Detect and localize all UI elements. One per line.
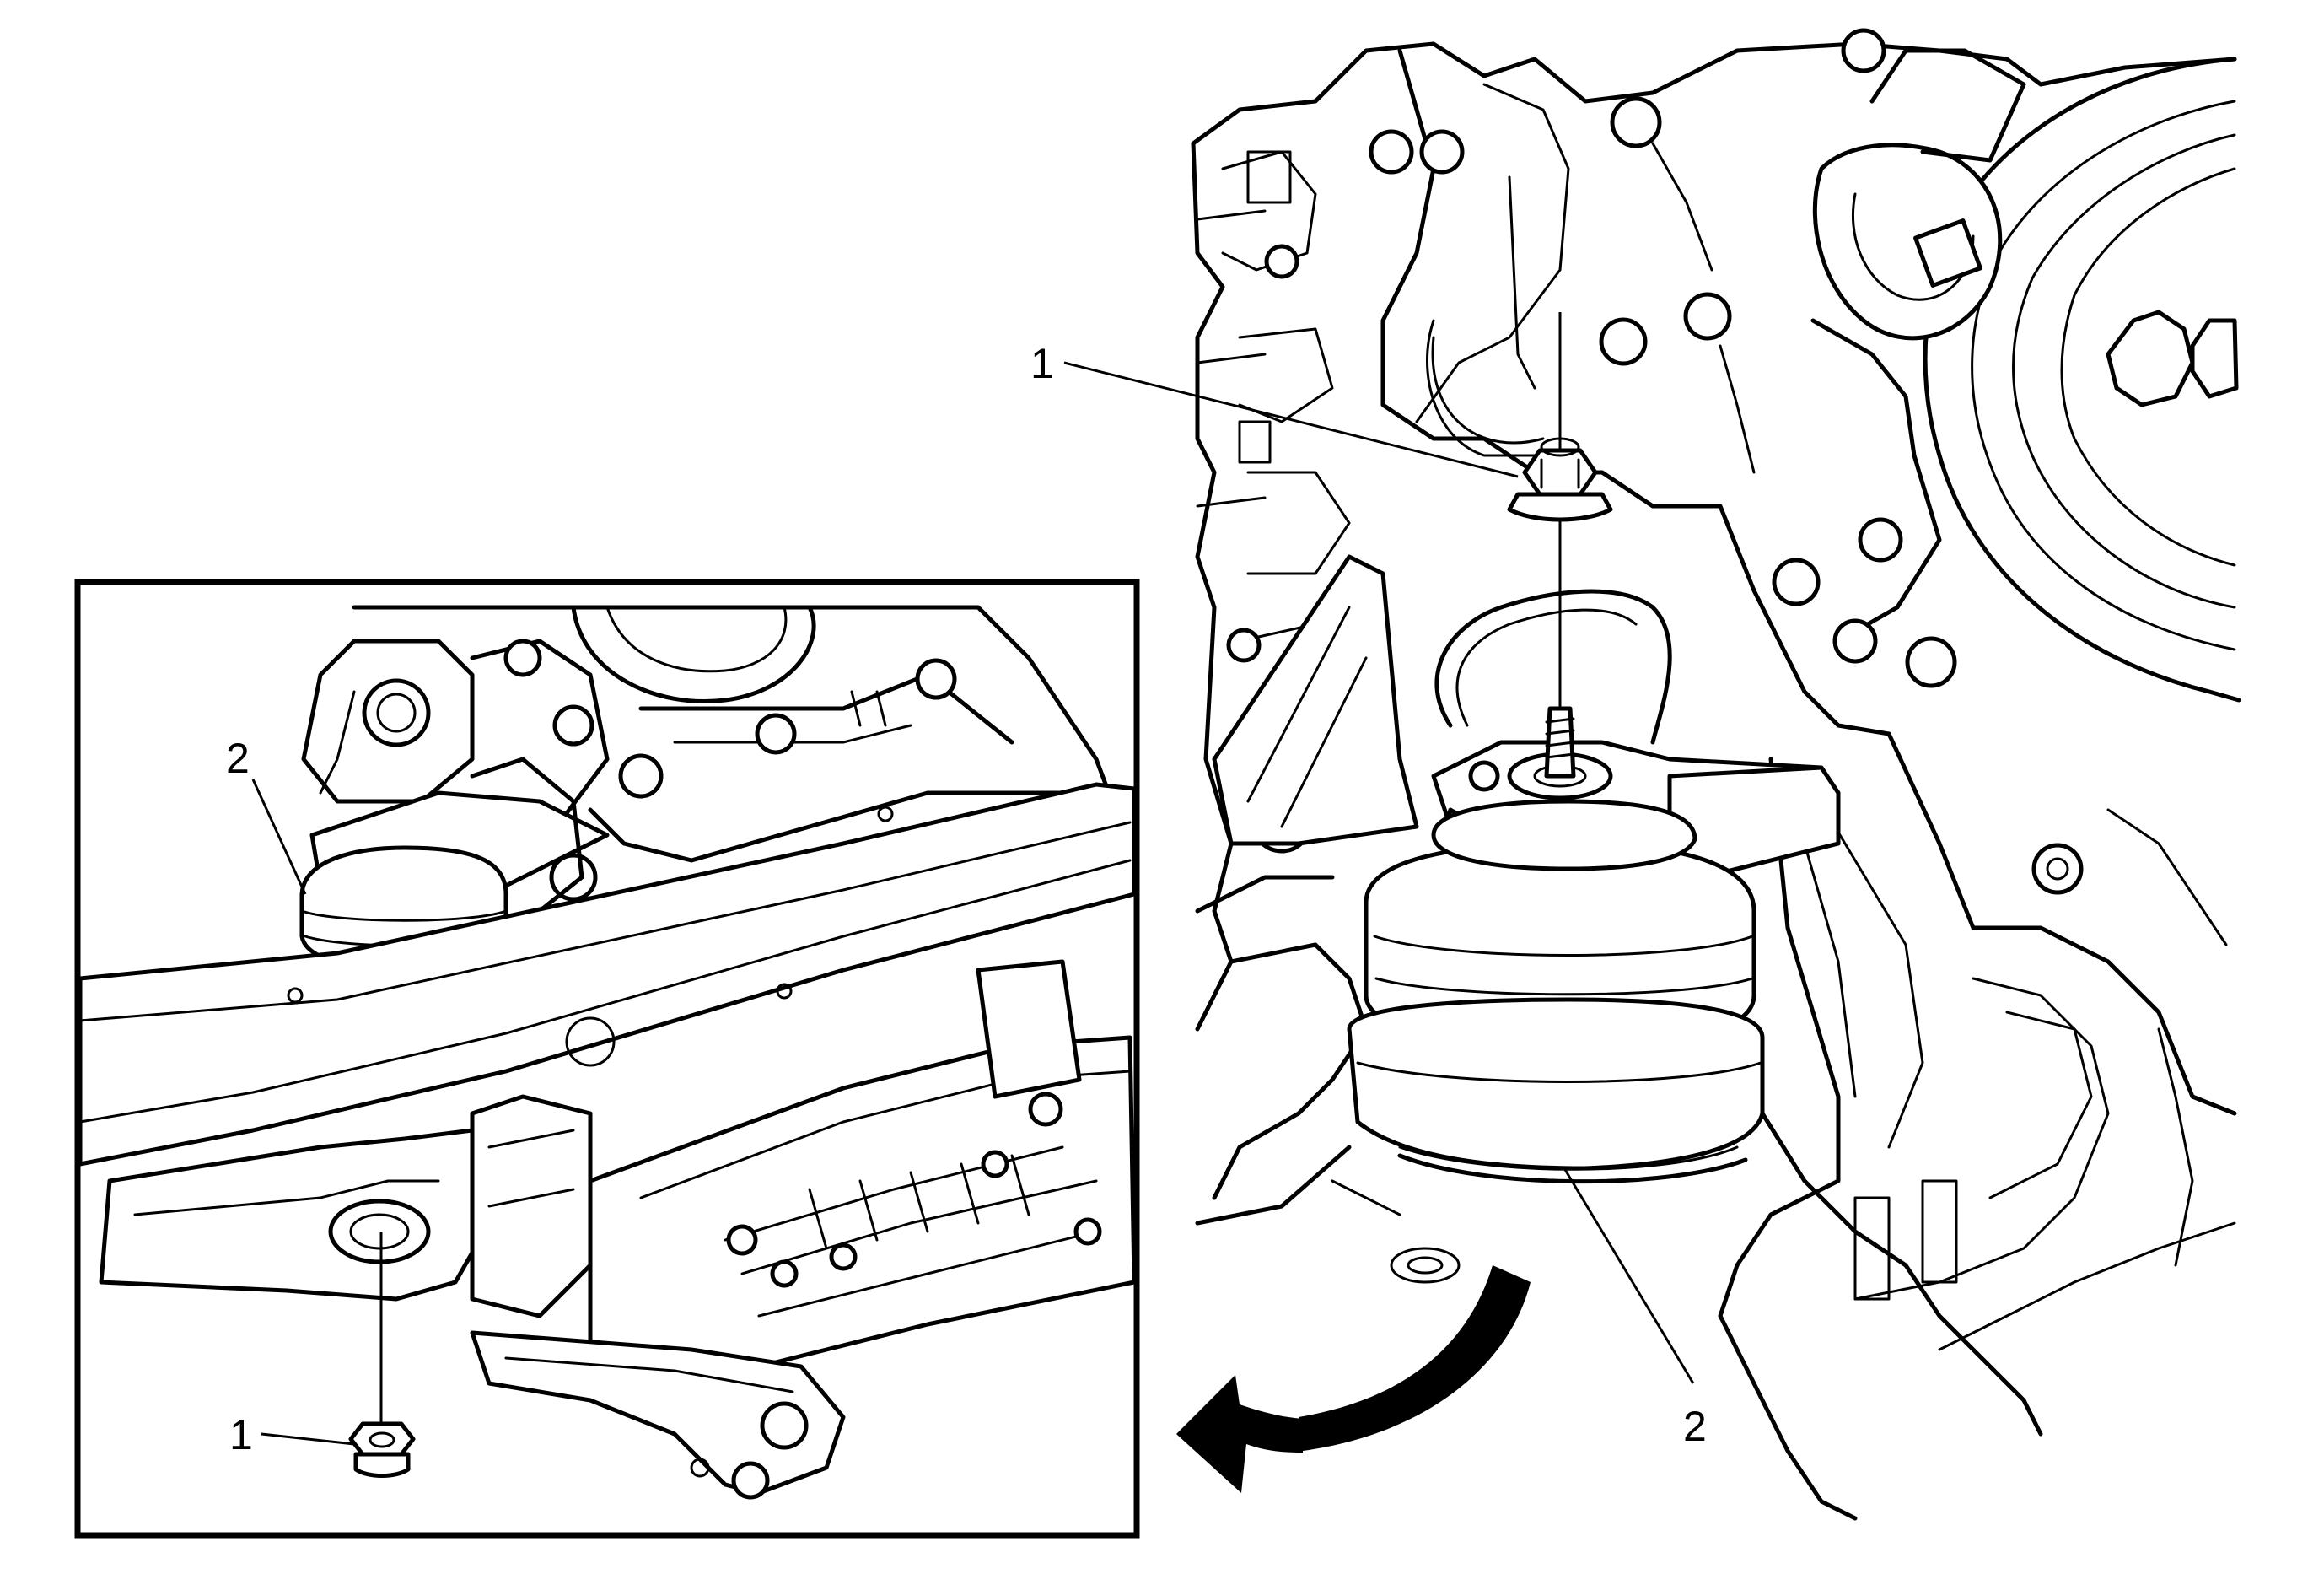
main-crank-pulley — [1923, 57, 2241, 703]
main-lower-block — [1718, 731, 2237, 1521]
inset-engine-block — [301, 605, 1124, 902]
main-engine-mount — [1347, 799, 1765, 1184]
removal-direction-arrow-icon — [1176, 1265, 1531, 1493]
main-frame-below — [1195, 1111, 2043, 1437]
inset-nut — [348, 1232, 416, 1478]
inset-lower-bracket — [470, 1330, 846, 1500]
inset-frame-crossmember — [78, 782, 1137, 1167]
main-view: 1 2 — [1030, 28, 2241, 1521]
main-callout-nut: 1 — [1030, 340, 1054, 387]
main-mount-bracket-left — [1195, 554, 1419, 914]
inset-callouts: 2 1 — [226, 735, 355, 1458]
inset-callout-nut: 1 — [229, 1411, 253, 1458]
main-callouts: 1 2 — [1030, 340, 1707, 1450]
inset-subframe — [99, 1094, 593, 1318]
main-stud — [1544, 312, 1576, 779]
main-callout-mount: 2 — [1683, 1403, 1707, 1450]
main-nut — [1507, 437, 1613, 522]
inset-callout-mount: 2 — [226, 735, 250, 782]
main-tensioner — [1810, 28, 2026, 664]
inset-view: 2 1 — [74, 579, 1140, 1539]
